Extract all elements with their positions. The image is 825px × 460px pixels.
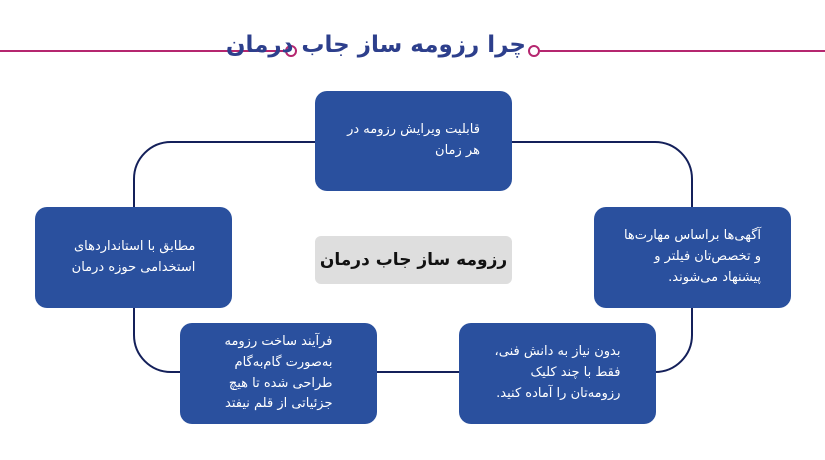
feature-text-no-tech-skill: بدون نیاز به دانش فنی، فقط با چند کلیک ر…	[494, 344, 621, 401]
title-divider-right	[540, 50, 825, 52]
page-title: چرا رزومه ساز جاب درمان	[225, 32, 526, 58]
title-bar: چرا رزومه ساز جاب درمان	[0, 26, 825, 76]
center-label: رزومه ساز جاب درمان	[315, 236, 512, 284]
feature-text-edit-anytime: قابلیت ویرایش رزومه در هر زمان	[347, 122, 480, 158]
feature-box-edit-anytime: قابلیت ویرایش رزومه در هر زمان	[315, 91, 512, 191]
feature-text-standards: مطابق با استانداردهای استخدامی حوزه درما…	[71, 238, 196, 275]
title-bullet-right	[528, 45, 540, 57]
feature-box-job-filter: آگهی‌ها براساس مهارت‌ها و تخصص‌تان فیلتر…	[594, 207, 791, 308]
feature-box-step-by-step: فرآیند ساخت رزومه به‌صورت گام‌به‌گام طرا…	[180, 323, 377, 424]
feature-text-step-by-step: فرآیند ساخت رزومه به‌صورت گام‌به‌گام طرا…	[224, 333, 333, 412]
feature-box-standards: مطابق با استانداردهای استخدامی حوزه درما…	[35, 207, 232, 308]
feature-box-no-tech-skill: بدون نیاز به دانش فنی، فقط با چند کلیک ر…	[459, 323, 656, 424]
feature-text-job-filter: آگهی‌ها براساس مهارت‌ها و تخصص‌تان فیلتر…	[623, 228, 762, 285]
title-divider-left	[0, 50, 285, 52]
title-bullet-left	[285, 45, 297, 57]
